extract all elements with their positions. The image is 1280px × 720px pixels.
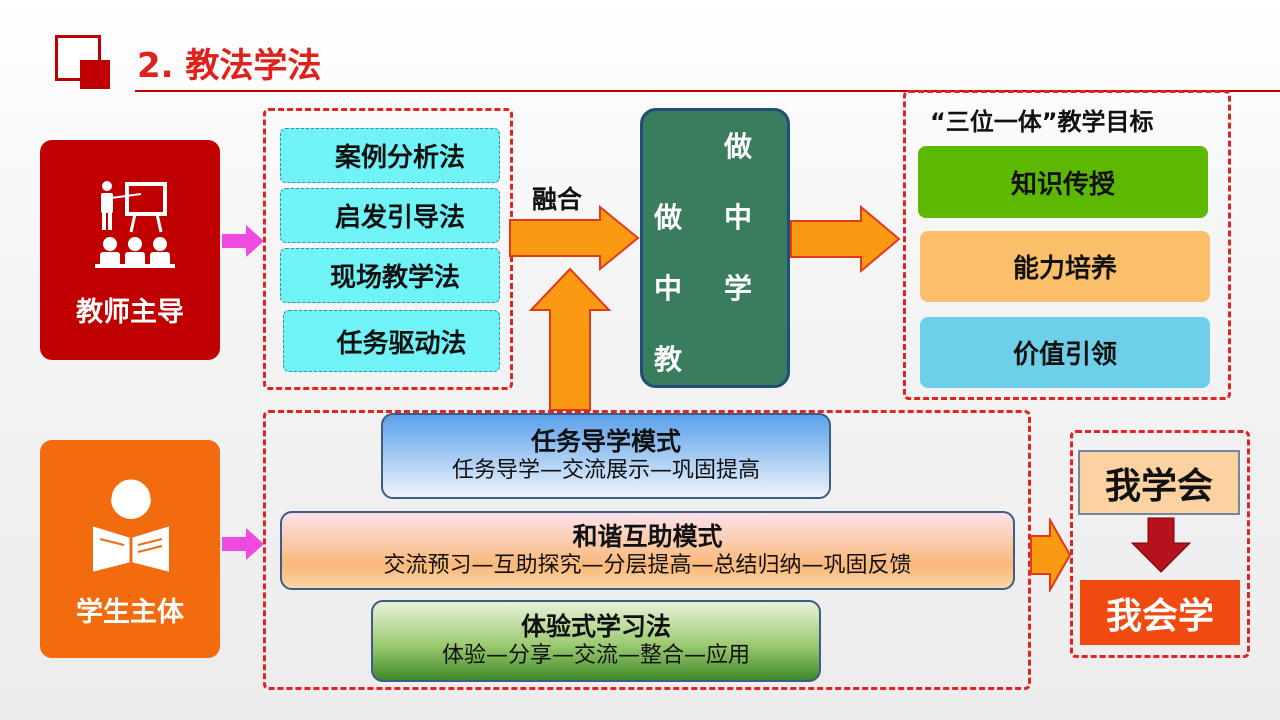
mode-steps: 任务导学—交流展示—巩固提高 (451, 458, 760, 483)
mode-title: 和谐互助模式 (572, 521, 723, 551)
mode-experiential: 体验式学习法 体验—分享—交流—整合—应用 (371, 600, 821, 682)
mode-title: 体验式学习法 (520, 612, 671, 641)
student-label: 学生主体 (76, 597, 184, 628)
title-icon-fill (80, 60, 110, 89)
center-right-char-2: 中 (724, 201, 753, 234)
outcome-learned: 我学会 (1078, 450, 1240, 515)
student-reading-icon (91, 476, 171, 575)
title-icon (55, 35, 101, 81)
pink-arrow-teacher (222, 225, 264, 257)
method-task-driven: 任务驱动法 (283, 310, 500, 372)
mode-task-guided: 任务导学模式 任务导学—交流展示—巩固提高 (381, 413, 831, 499)
merge-arrow-right (509, 205, 640, 271)
center-left-char-3: 教 (654, 343, 683, 376)
goal-ability: 能力培养 (920, 231, 1210, 302)
mode-steps: 交流预习—互助探究—分层提高—总结归纳—巩固反馈 (383, 552, 912, 578)
title-divider (135, 90, 1280, 92)
goals-group (903, 90, 1231, 400)
outcome-group (1070, 430, 1250, 658)
merge-arrow-up (528, 267, 612, 411)
mode-title: 任务导学模式 (530, 427, 681, 456)
teacher-classroom-icon (95, 181, 175, 268)
goal-knowledge: 知识传授 (918, 146, 1208, 218)
outcome-can-learn: 我会学 (1080, 580, 1240, 645)
center-left-char-1: 做 (654, 201, 683, 234)
goals-heading: “三位一体”教学目标 (930, 108, 1154, 136)
teacher-label: 教师主导 (76, 297, 184, 328)
method-case-analysis: 案例分析法 (280, 128, 500, 183)
arrow-to-outcome (1030, 518, 1072, 592)
down-arrow-icon (1130, 517, 1192, 573)
method-heuristic: 启发引导法 (280, 188, 500, 243)
arrow-to-goals (790, 205, 901, 273)
page-title: 2. 教法学法 (137, 46, 322, 86)
learning-modes-group (263, 410, 1031, 690)
teacher-box: 教师主导 (40, 140, 220, 360)
pink-arrow-student (222, 528, 264, 560)
goal-values: 价值引领 (920, 317, 1210, 388)
center-left-char-2: 中 (654, 272, 683, 305)
mode-steps: 体验—分享—交流—整合—应用 (441, 643, 750, 668)
merge-label: 融合 (532, 185, 583, 214)
learn-by-doing-box (640, 108, 790, 388)
student-box: 学生主体 (40, 440, 220, 658)
center-right-char-3: 学 (724, 272, 753, 305)
method-onsite: 现场教学法 (280, 248, 500, 303)
mode-harmonious-mutual-aid: 和谐互助模式 交流预习—互助探究—分层提高—总结归纳—巩固反馈 (280, 511, 1015, 590)
center-right-char-1: 做 (724, 130, 753, 163)
